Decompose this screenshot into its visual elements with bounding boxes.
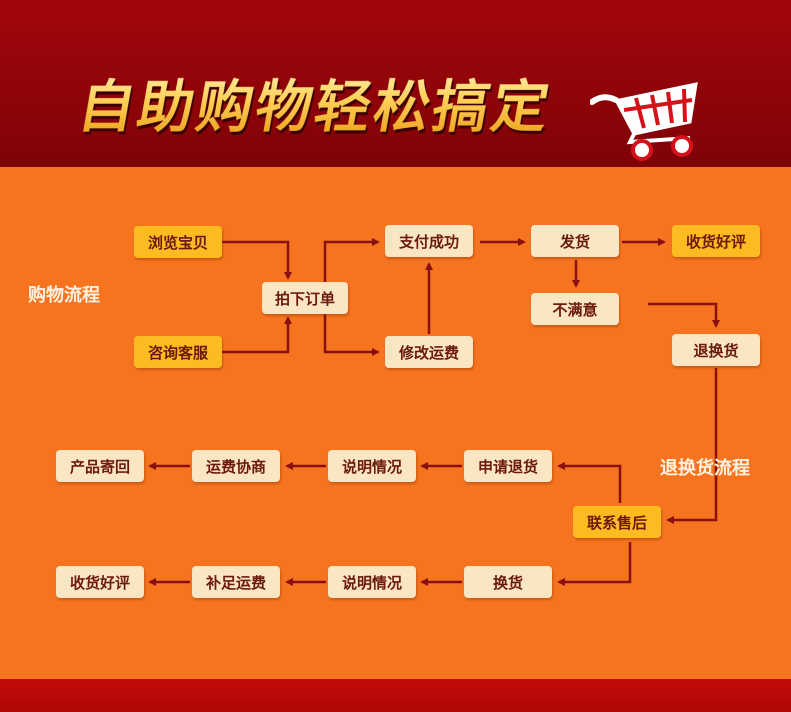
arrow-order-modify — [323, 314, 380, 356]
node-explain-1: 说明情况 — [328, 450, 416, 482]
arrow-unsatisfied-return — [648, 302, 720, 328]
footer-bar — [0, 679, 791, 712]
shopping-cart-icon — [590, 82, 698, 161]
node-exchange: 换货 — [464, 566, 552, 598]
node-modify-freight: 修改运费 — [385, 336, 473, 368]
return-flow-label: 退换货流程 — [660, 458, 750, 479]
shopping-flow-label: 购物流程 — [28, 285, 100, 306]
node-pay: 支付成功 — [385, 225, 473, 257]
node-negotiate-freight: 运费协商 — [192, 450, 280, 482]
node-review-2: 收货好评 — [56, 566, 144, 598]
node-review: 收货好评 — [672, 225, 760, 257]
node-apply-return: 申请退货 — [464, 450, 552, 482]
node-send-back: 产品寄回 — [56, 450, 144, 482]
node-unsatisfied: 不满意 — [531, 293, 619, 325]
arrow-order-pay — [323, 238, 380, 282]
arrow-return-contact — [666, 368, 718, 524]
node-ship: 发货 — [531, 225, 619, 257]
arrow-consult-order — [222, 316, 292, 354]
node-return-exchange: 退换货 — [672, 334, 760, 366]
arrow-contact-apply — [557, 462, 622, 503]
node-browse: 浏览宝贝 — [134, 226, 222, 258]
node-consult: 咨询客服 — [134, 336, 222, 368]
arrow-browse-order — [222, 240, 292, 280]
node-contact-service: 联系售后 — [573, 506, 661, 538]
node-add-freight: 补足运费 — [192, 566, 280, 598]
arrow-contact-exchange — [557, 542, 632, 586]
header-banner: 自助购物轻松搞定 — [0, 0, 791, 167]
node-explain-2: 说明情况 — [328, 566, 416, 598]
node-order: 拍下订单 — [262, 282, 348, 314]
